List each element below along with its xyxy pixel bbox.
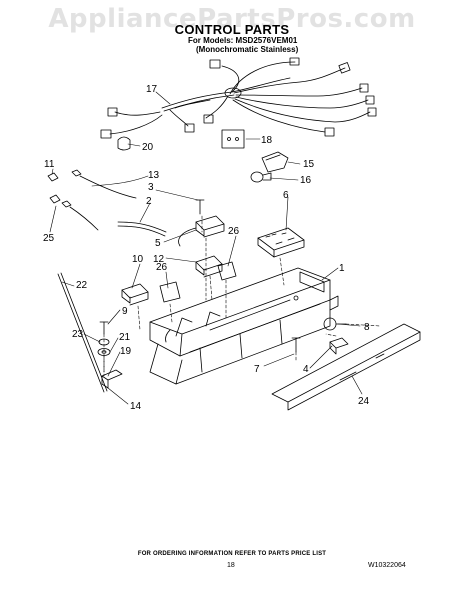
part-6-control-board: [257, 227, 305, 258]
callout-19: 19: [120, 346, 132, 357]
part-14-bracket: [101, 369, 123, 389]
callout-20: 20: [142, 142, 154, 153]
part-9-screw: [99, 321, 109, 335]
callout-10: 10: [132, 254, 144, 265]
callout-16: 16: [300, 175, 312, 186]
part-12-switch: [195, 255, 223, 278]
callout-24: 24: [358, 396, 370, 407]
part-15-lamp-socket: [261, 151, 289, 173]
part-24-trim-strip: [271, 323, 421, 411]
page-number: 18: [227, 562, 235, 569]
callout-1: 1: [339, 263, 345, 274]
callout-12: 12: [153, 254, 165, 265]
part-25-thermistor: [49, 194, 61, 204]
part-26-insulator-left: [159, 281, 181, 303]
part-4-lock-cam: [329, 337, 349, 355]
callout-23: 23: [72, 329, 84, 340]
callout-21: 21: [119, 332, 131, 343]
callout-6: 6: [283, 190, 289, 201]
callout-26-right: 26: [228, 226, 240, 237]
callout-25: 25: [43, 233, 55, 244]
callout-7: 7: [254, 364, 260, 375]
callout-15: 15: [303, 159, 315, 170]
document-number: W10322064: [368, 562, 406, 569]
callout-3: 3: [148, 182, 154, 193]
callout-9: 9: [122, 306, 128, 317]
assembly-lines: [103, 215, 381, 377]
page-title: CONTROL PARTS: [174, 22, 290, 37]
watermark: AppliancePartsPros.com: [48, 4, 416, 34]
callout-5: 5: [155, 238, 161, 249]
part-26-insulator-right: [217, 261, 237, 281]
part-3-screw: [195, 199, 205, 215]
callout-11: 11: [44, 159, 55, 170]
callout-8: 8: [364, 322, 370, 333]
part-10-switch: [121, 283, 149, 306]
callout-26-left: 26: [156, 262, 168, 273]
part-16-bulb: [250, 171, 272, 183]
callout-labels: 1 2 3 4 5 6 7 8 9 10 11 12 13 14 15 16 1…: [43, 84, 370, 412]
part-18-cover-plate: [221, 129, 245, 149]
callout-4: 4: [303, 364, 309, 375]
part-1-control-housing: [149, 267, 339, 385]
callout-2: 2: [146, 196, 152, 207]
callout-18: 18: [261, 135, 273, 146]
model-line: For Models: MSD2576VEM01: [188, 36, 298, 45]
model-subtitle: (Monochromatic Stainless): [196, 45, 299, 54]
part-wire-harness: [100, 57, 377, 139]
part-13-sensor-wire: [71, 169, 137, 199]
callout-14: 14: [130, 401, 142, 412]
callout-13: 13: [148, 170, 160, 181]
callout-17: 17: [146, 84, 158, 95]
part-2-tube: [117, 221, 167, 237]
callout-22: 22: [76, 280, 88, 291]
part-25-sensor-wire: [61, 200, 99, 231]
leader-lines: [49, 91, 363, 405]
part-11-thermistor: [47, 172, 59, 182]
part-22-rod: [57, 272, 108, 393]
part-5-switch: [178, 215, 225, 247]
part-7-screw: [291, 337, 301, 353]
part-8-knob: [323, 317, 347, 331]
ordering-note: FOR ORDERING INFORMATION REFER TO PARTS …: [137, 551, 327, 557]
part-20-clip: [117, 136, 131, 151]
